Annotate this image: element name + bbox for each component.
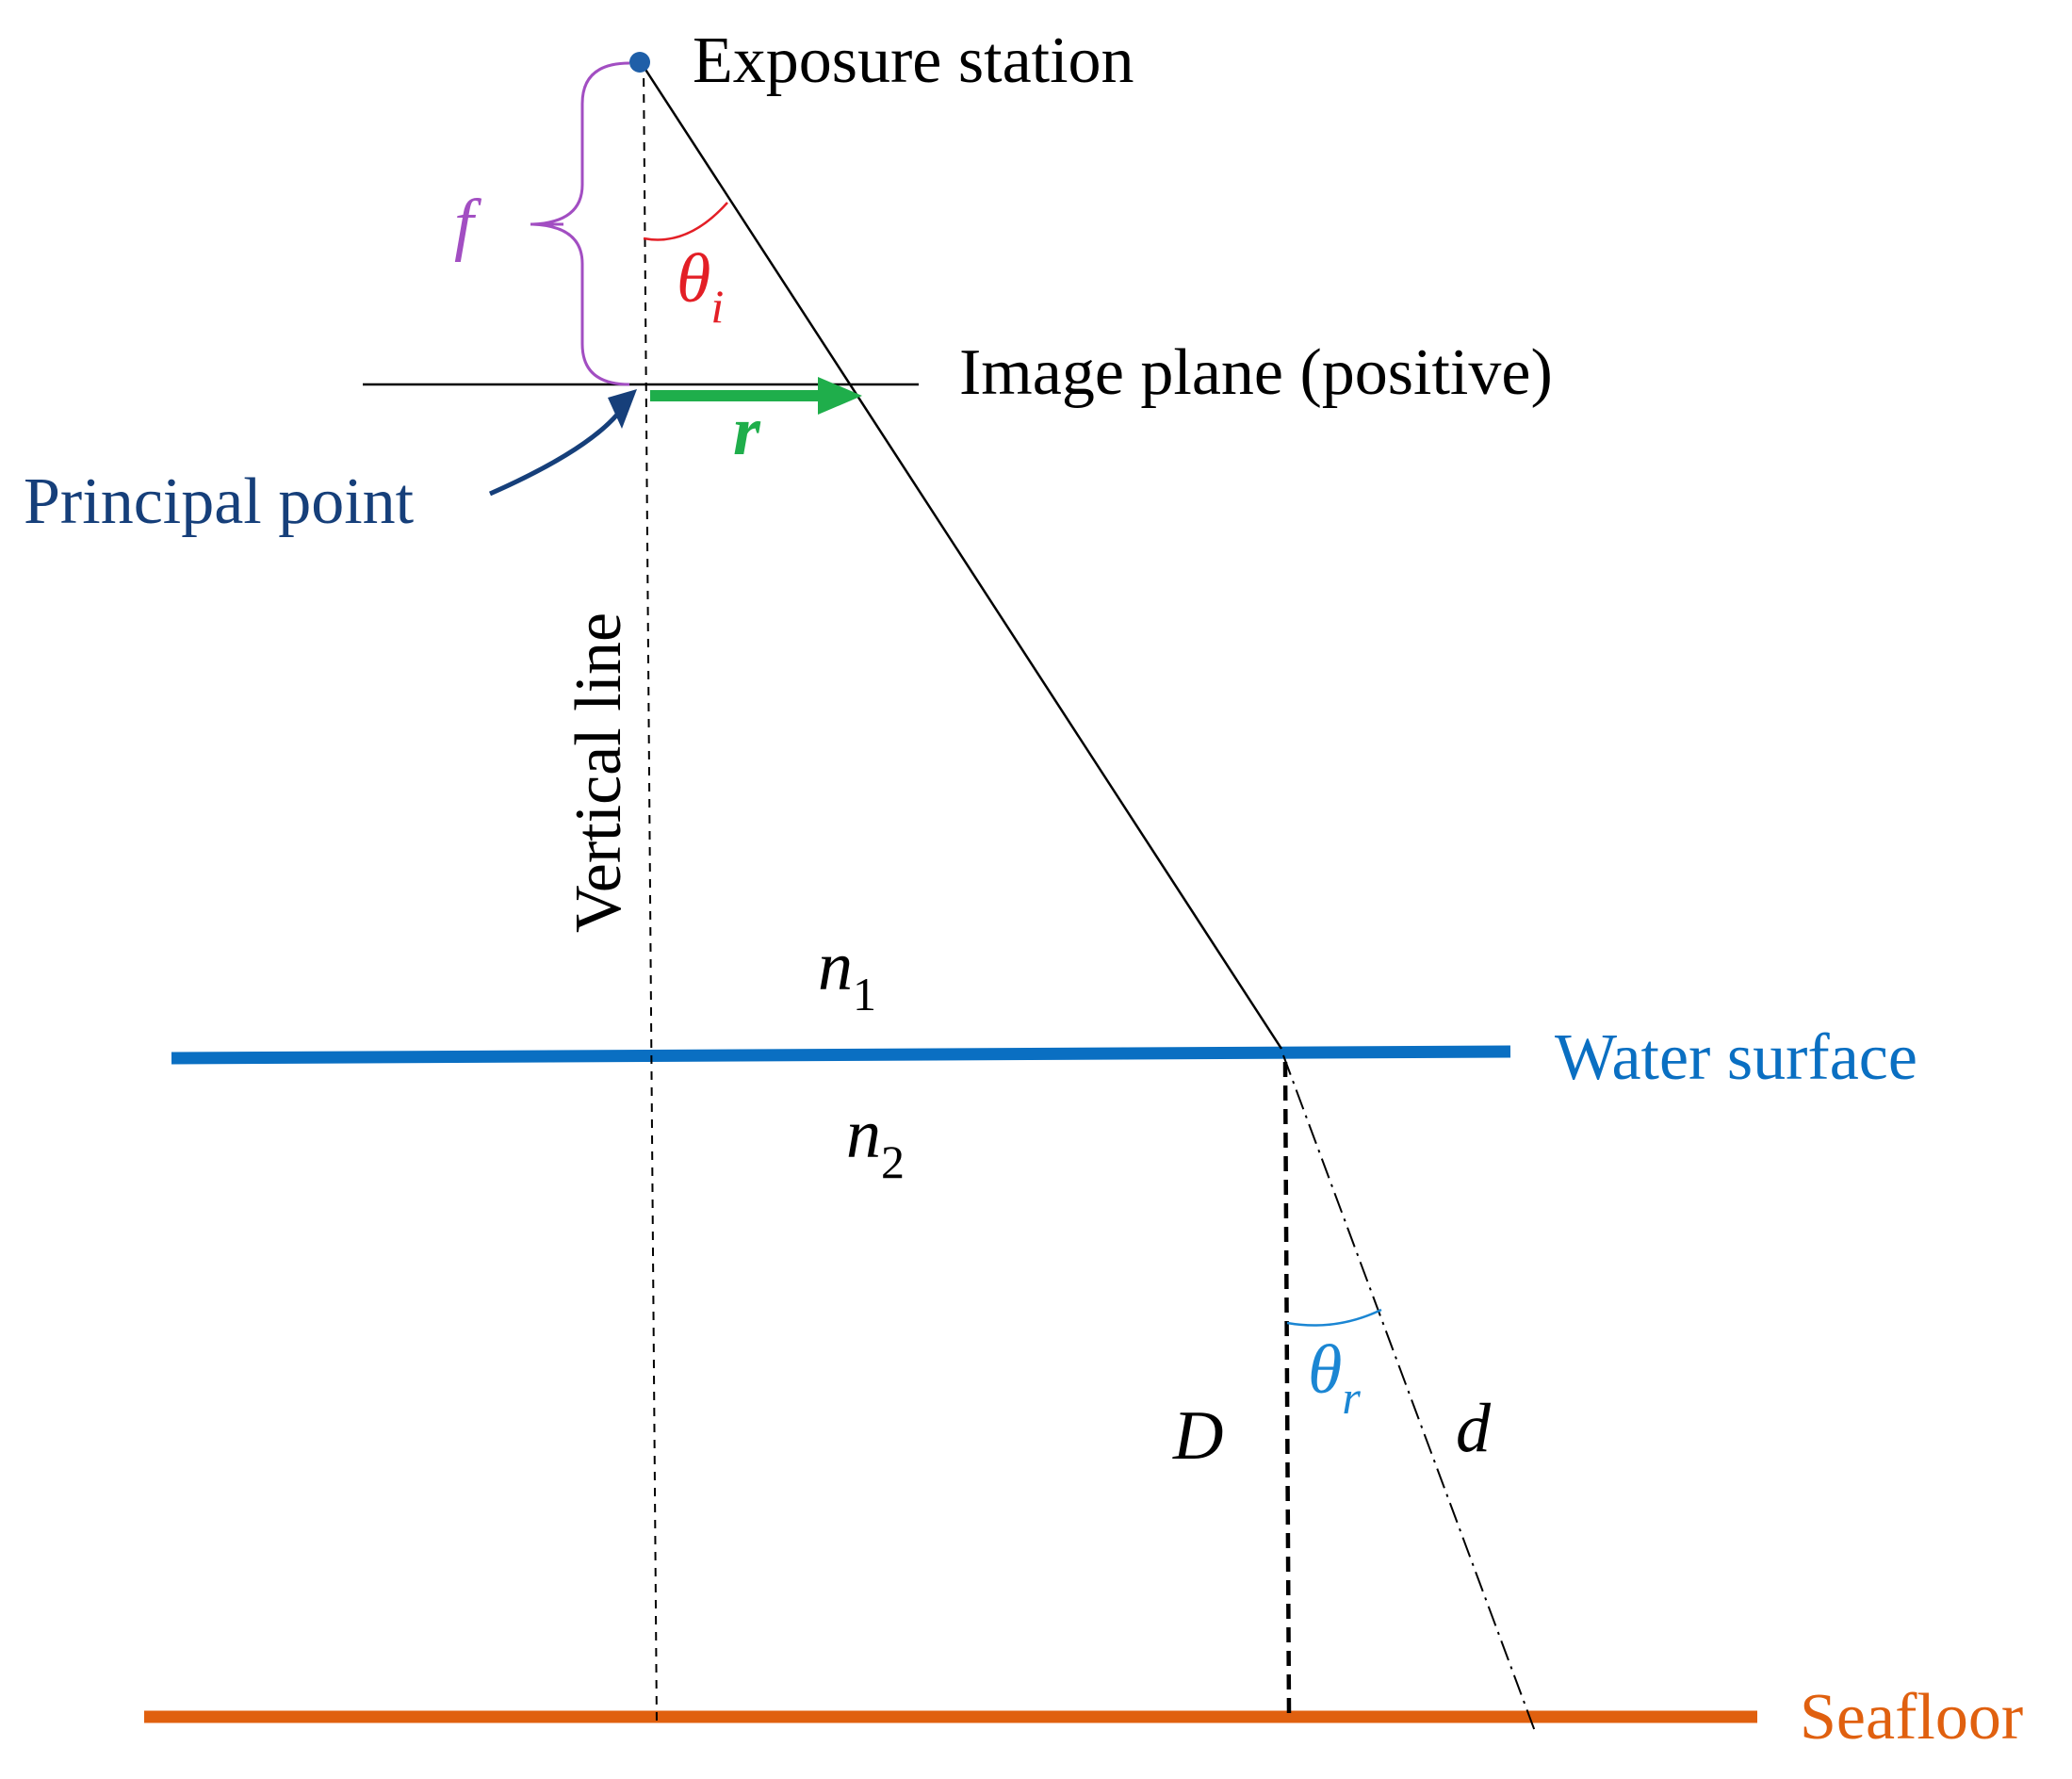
depth-d-symbol: d bbox=[1456, 1390, 1492, 1467]
depth-D-line bbox=[1282, 1061, 1292, 1714]
n1-symbol: n1 bbox=[818, 928, 876, 1020]
incident-ray bbox=[639, 61, 1283, 1050]
vertical-dashed-line bbox=[643, 61, 658, 1728]
image-plane-label: Image plane (positive) bbox=[959, 336, 1553, 409]
theta-i-arc bbox=[643, 202, 728, 241]
theta-r-symbol: θr bbox=[1308, 1331, 1361, 1424]
radial-arrow-head bbox=[818, 377, 862, 415]
theta-r-arc bbox=[1286, 1308, 1382, 1327]
principal-point-arrowhead bbox=[608, 389, 637, 429]
focal-length-symbol: f bbox=[454, 186, 482, 263]
water-surface-line bbox=[171, 1045, 1511, 1065]
water-surface-label: Water surface bbox=[1555, 1021, 1917, 1094]
n2-symbol: n2 bbox=[846, 1096, 905, 1188]
exposure-station-dot bbox=[629, 52, 650, 73]
exposure-station-label: Exposure station bbox=[693, 24, 1134, 97]
depth-D-symbol: D bbox=[1172, 1397, 1223, 1475]
theta-i-symbol: θi bbox=[677, 240, 724, 333]
seafloor-label: Seafloor bbox=[1800, 1681, 2023, 1754]
vertical-line-label: Vertical line bbox=[563, 612, 635, 933]
refracted-ray bbox=[1282, 1054, 1537, 1735]
principal-point-pointer bbox=[488, 413, 619, 497]
radial-distance-symbol: r bbox=[733, 393, 761, 470]
principal-point-label: Principal point bbox=[24, 465, 415, 538]
